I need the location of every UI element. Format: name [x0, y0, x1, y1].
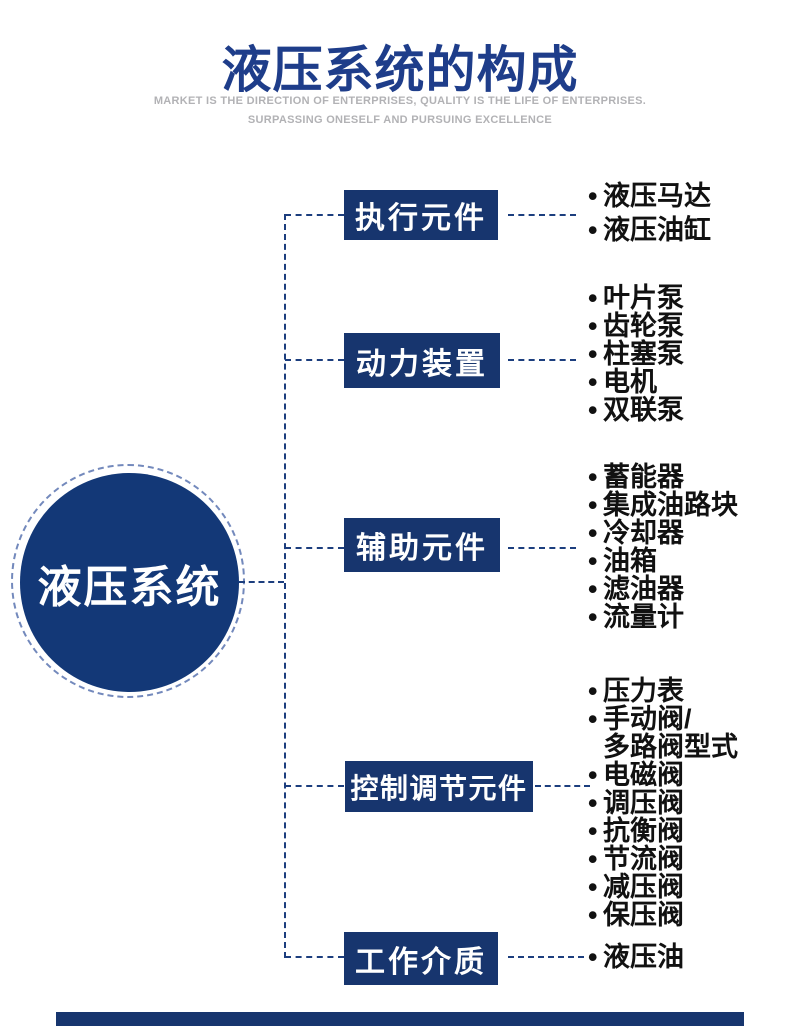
list-item: •液压油	[588, 943, 684, 971]
dashed-connector-left-1	[285, 214, 344, 216]
node-power-unit: 动力装置	[344, 333, 500, 388]
bullet-icon: •	[588, 816, 598, 846]
list-item-label: 液压马达	[603, 181, 711, 211]
list-item-label: 多路阀型式	[603, 732, 738, 762]
subtitle-line-1: MARKET IS THE DIRECTION OF ENTERPRISES, …	[153, 95, 647, 107]
list-item-label: 冷却器	[603, 518, 684, 548]
list-item: •滤油器	[588, 575, 738, 603]
root-node-circle: 液压系统	[20, 473, 239, 692]
bullet-icon: •	[588, 704, 598, 734]
node-working-medium: 工作介质	[344, 932, 498, 985]
bullet-icon: •	[588, 339, 598, 369]
list-item-label: 电磁阀	[603, 760, 684, 790]
bullet-icon: •	[588, 844, 598, 874]
list-item: 多路阀型式	[588, 733, 738, 761]
list-item: •集成油路块	[588, 491, 738, 519]
dashed-spine-line	[284, 214, 286, 958]
list-item-label: 液压油	[603, 942, 684, 972]
bullet-icon: •	[588, 788, 598, 818]
list-item: •叶片泵	[588, 284, 684, 312]
dashed-connector-right-5	[508, 956, 584, 958]
list-item: •减压阀	[588, 873, 738, 901]
root-node-label: 液压系统	[37, 562, 222, 612]
list-item: •压力表	[588, 677, 738, 705]
bullet-icon: •	[588, 760, 598, 790]
item-list-control-elements: •压力表 •手动阀/ 多路阀型式 •电磁阀 •调压阀 •抗衡阀 •节流阀 •减压…	[588, 677, 738, 929]
item-list-auxiliary: •蓄能器 •集成油路块 •冷却器 •油箱 •滤油器 •流量计	[588, 463, 738, 631]
node-actuators: 执行元件	[344, 190, 498, 240]
list-item: •齿轮泵	[588, 312, 684, 340]
bullet-icon: •	[588, 942, 598, 972]
bullet-icon: •	[588, 900, 598, 930]
bullet-icon: •	[588, 367, 598, 397]
list-item-label: 减压阀	[603, 872, 684, 902]
dashed-connector-right-4	[535, 785, 590, 787]
list-item: •电机	[588, 368, 684, 396]
list-item-label: 保压阀	[603, 900, 684, 930]
bullet-icon	[588, 733, 603, 761]
bullet-icon: •	[588, 395, 598, 425]
list-item-label: 压力表	[603, 676, 684, 706]
bullet-icon: •	[588, 283, 598, 313]
list-item-label: 油箱	[603, 546, 657, 576]
list-item: •抗衡阀	[588, 817, 738, 845]
list-item-label: 调压阀	[603, 788, 684, 818]
node-control-elements: 控制调节元件	[345, 761, 533, 812]
bullet-icon: •	[588, 676, 598, 706]
list-item-label: 叶片泵	[603, 283, 684, 313]
dashed-connector-right-2	[508, 359, 576, 361]
list-item: •节流阀	[588, 845, 738, 873]
dashed-connector-left-4	[285, 785, 344, 787]
dashed-connector-root	[239, 581, 284, 583]
list-item-label: 滤油器	[603, 574, 684, 604]
list-item: •保压阀	[588, 901, 738, 929]
item-list-working-medium: •液压油	[588, 943, 684, 971]
page-title: 液压系统的构成	[221, 42, 579, 98]
list-item: •冷却器	[588, 519, 738, 547]
list-item-label: 手动阀/	[603, 704, 692, 734]
bullet-icon: •	[588, 462, 598, 492]
list-item: •油箱	[588, 547, 738, 575]
item-list-actuators: •液压马达 •液压油缸	[588, 179, 711, 247]
dashed-connector-right-3	[508, 547, 576, 549]
bullet-icon: •	[588, 574, 598, 604]
bullet-icon: •	[588, 546, 598, 576]
bullet-icon: •	[588, 872, 598, 902]
node-auxiliary: 辅助元件	[344, 518, 500, 572]
item-list-power-unit: •叶片泵 •齿轮泵 •柱塞泵 •电机 •双联泵	[588, 284, 684, 424]
bullet-icon: •	[588, 215, 598, 245]
bullet-icon: •	[588, 311, 598, 341]
list-item: •电磁阀	[588, 761, 738, 789]
list-item: •液压油缸	[588, 213, 711, 247]
list-item-label: 节流阀	[603, 844, 684, 874]
dashed-connector-left-5	[285, 956, 344, 958]
list-item: •蓄能器	[588, 463, 738, 491]
list-item: •流量计	[588, 603, 738, 631]
bullet-icon: •	[588, 518, 598, 548]
bullet-icon: •	[588, 490, 598, 520]
footer-bar	[56, 1012, 744, 1026]
list-item-label: 齿轮泵	[603, 311, 684, 341]
dashed-connector-left-3	[285, 547, 344, 549]
list-item-label: 蓄能器	[603, 462, 684, 492]
list-item: •液压马达	[588, 179, 711, 213]
list-item-label: 双联泵	[603, 395, 684, 425]
dashed-connector-right-1	[508, 214, 576, 216]
list-item-label: 柱塞泵	[603, 339, 684, 369]
list-item-label: 流量计	[603, 602, 684, 632]
list-item: •柱塞泵	[588, 340, 684, 368]
list-item: •双联泵	[588, 396, 684, 424]
list-item-label: 电机	[603, 367, 657, 397]
bullet-icon: •	[588, 181, 598, 211]
list-item: •手动阀/	[588, 705, 738, 733]
list-item: •调压阀	[588, 789, 738, 817]
subtitle-line-2: SURPASSING ONESELF AND PURSUING EXCELLEN…	[247, 114, 553, 126]
list-item-label: 液压油缸	[603, 215, 711, 245]
list-item-label: 抗衡阀	[603, 816, 684, 846]
list-item-label: 集成油路块	[603, 490, 738, 520]
dashed-connector-left-2	[285, 359, 344, 361]
bullet-icon: •	[588, 602, 598, 632]
